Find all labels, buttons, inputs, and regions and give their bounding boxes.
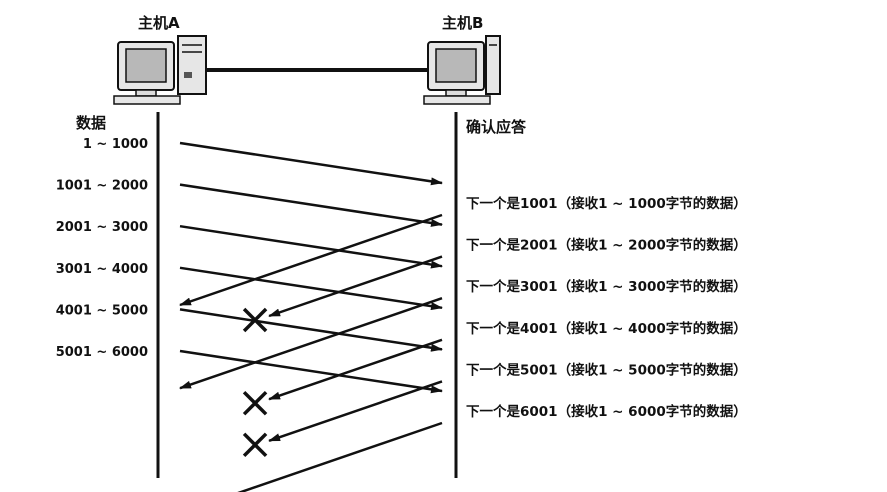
data-segment-arrow — [179, 141, 443, 186]
lost-ack-arrow — [268, 255, 443, 318]
segment-labels: 1 ~ 1000 1001 ~ 2000 2001 ~ 3000 3001 ~ 400… — [56, 137, 148, 360]
host-a-label: 主机A — [138, 14, 180, 32]
data-segment-arrow — [179, 308, 443, 352]
data-segment-arrow — [179, 349, 443, 394]
data-column-label: 数据 — [76, 114, 106, 132]
segment-range-label: 4001 ~ 5000 — [56, 303, 148, 318]
x-mark-icon — [242, 432, 268, 458]
host-b-label: 主机B — [442, 14, 483, 32]
ack-label: 下一个是6001（接收1 ~ 6000字节的数据） — [466, 403, 747, 420]
data-segment-arrow — [179, 183, 443, 227]
ack-label: 下一个是4001（接收1 ~ 4000字节的数据） — [466, 320, 747, 337]
ack-labels: 下一个是1001（接收1 ~ 1000字节的数据） 下一个是2001（接收1 ~ … — [466, 195, 747, 420]
segment-range-label: 1001 ~ 2000 — [56, 179, 148, 194]
host-a-computer-icon — [113, 35, 207, 105]
segment-range-label: 3001 ~ 4000 — [56, 262, 148, 277]
x-mark-icon — [242, 307, 268, 333]
ack-arrow — [179, 213, 443, 307]
lost-ack-markers — [242, 307, 268, 458]
ack-label: 下一个是1001（接收1 ~ 1000字节的数据） — [466, 195, 747, 212]
ack-arrow — [237, 421, 443, 492]
data-segment-arrow — [179, 224, 443, 269]
data-segment-arrows — [179, 141, 443, 394]
ack-label: 下一个是3001（接收1 ~ 3000字节的数据） — [466, 278, 747, 295]
ack-label: 下一个是2001（接收1 ~ 2000字节的数据） — [466, 237, 747, 254]
ack-arrows — [179, 213, 443, 492]
segment-range-label: 1 ~ 1000 — [83, 137, 148, 152]
lost-ack-arrow — [268, 338, 443, 401]
x-mark-icon — [242, 390, 268, 416]
data-segment-arrow — [179, 266, 443, 311]
ack-arrow — [179, 297, 443, 390]
segment-range-label: 2001 ~ 3000 — [56, 220, 148, 235]
ack-label: 下一个是5001（接收1 ~ 5000字节的数据） — [466, 361, 747, 378]
ack-column-label: 确认应答 — [466, 118, 527, 136]
segment-range-label: 5001 ~ 6000 — [56, 345, 148, 360]
lost-ack-arrow — [268, 380, 443, 442]
host-b-computer-icon — [423, 35, 501, 105]
